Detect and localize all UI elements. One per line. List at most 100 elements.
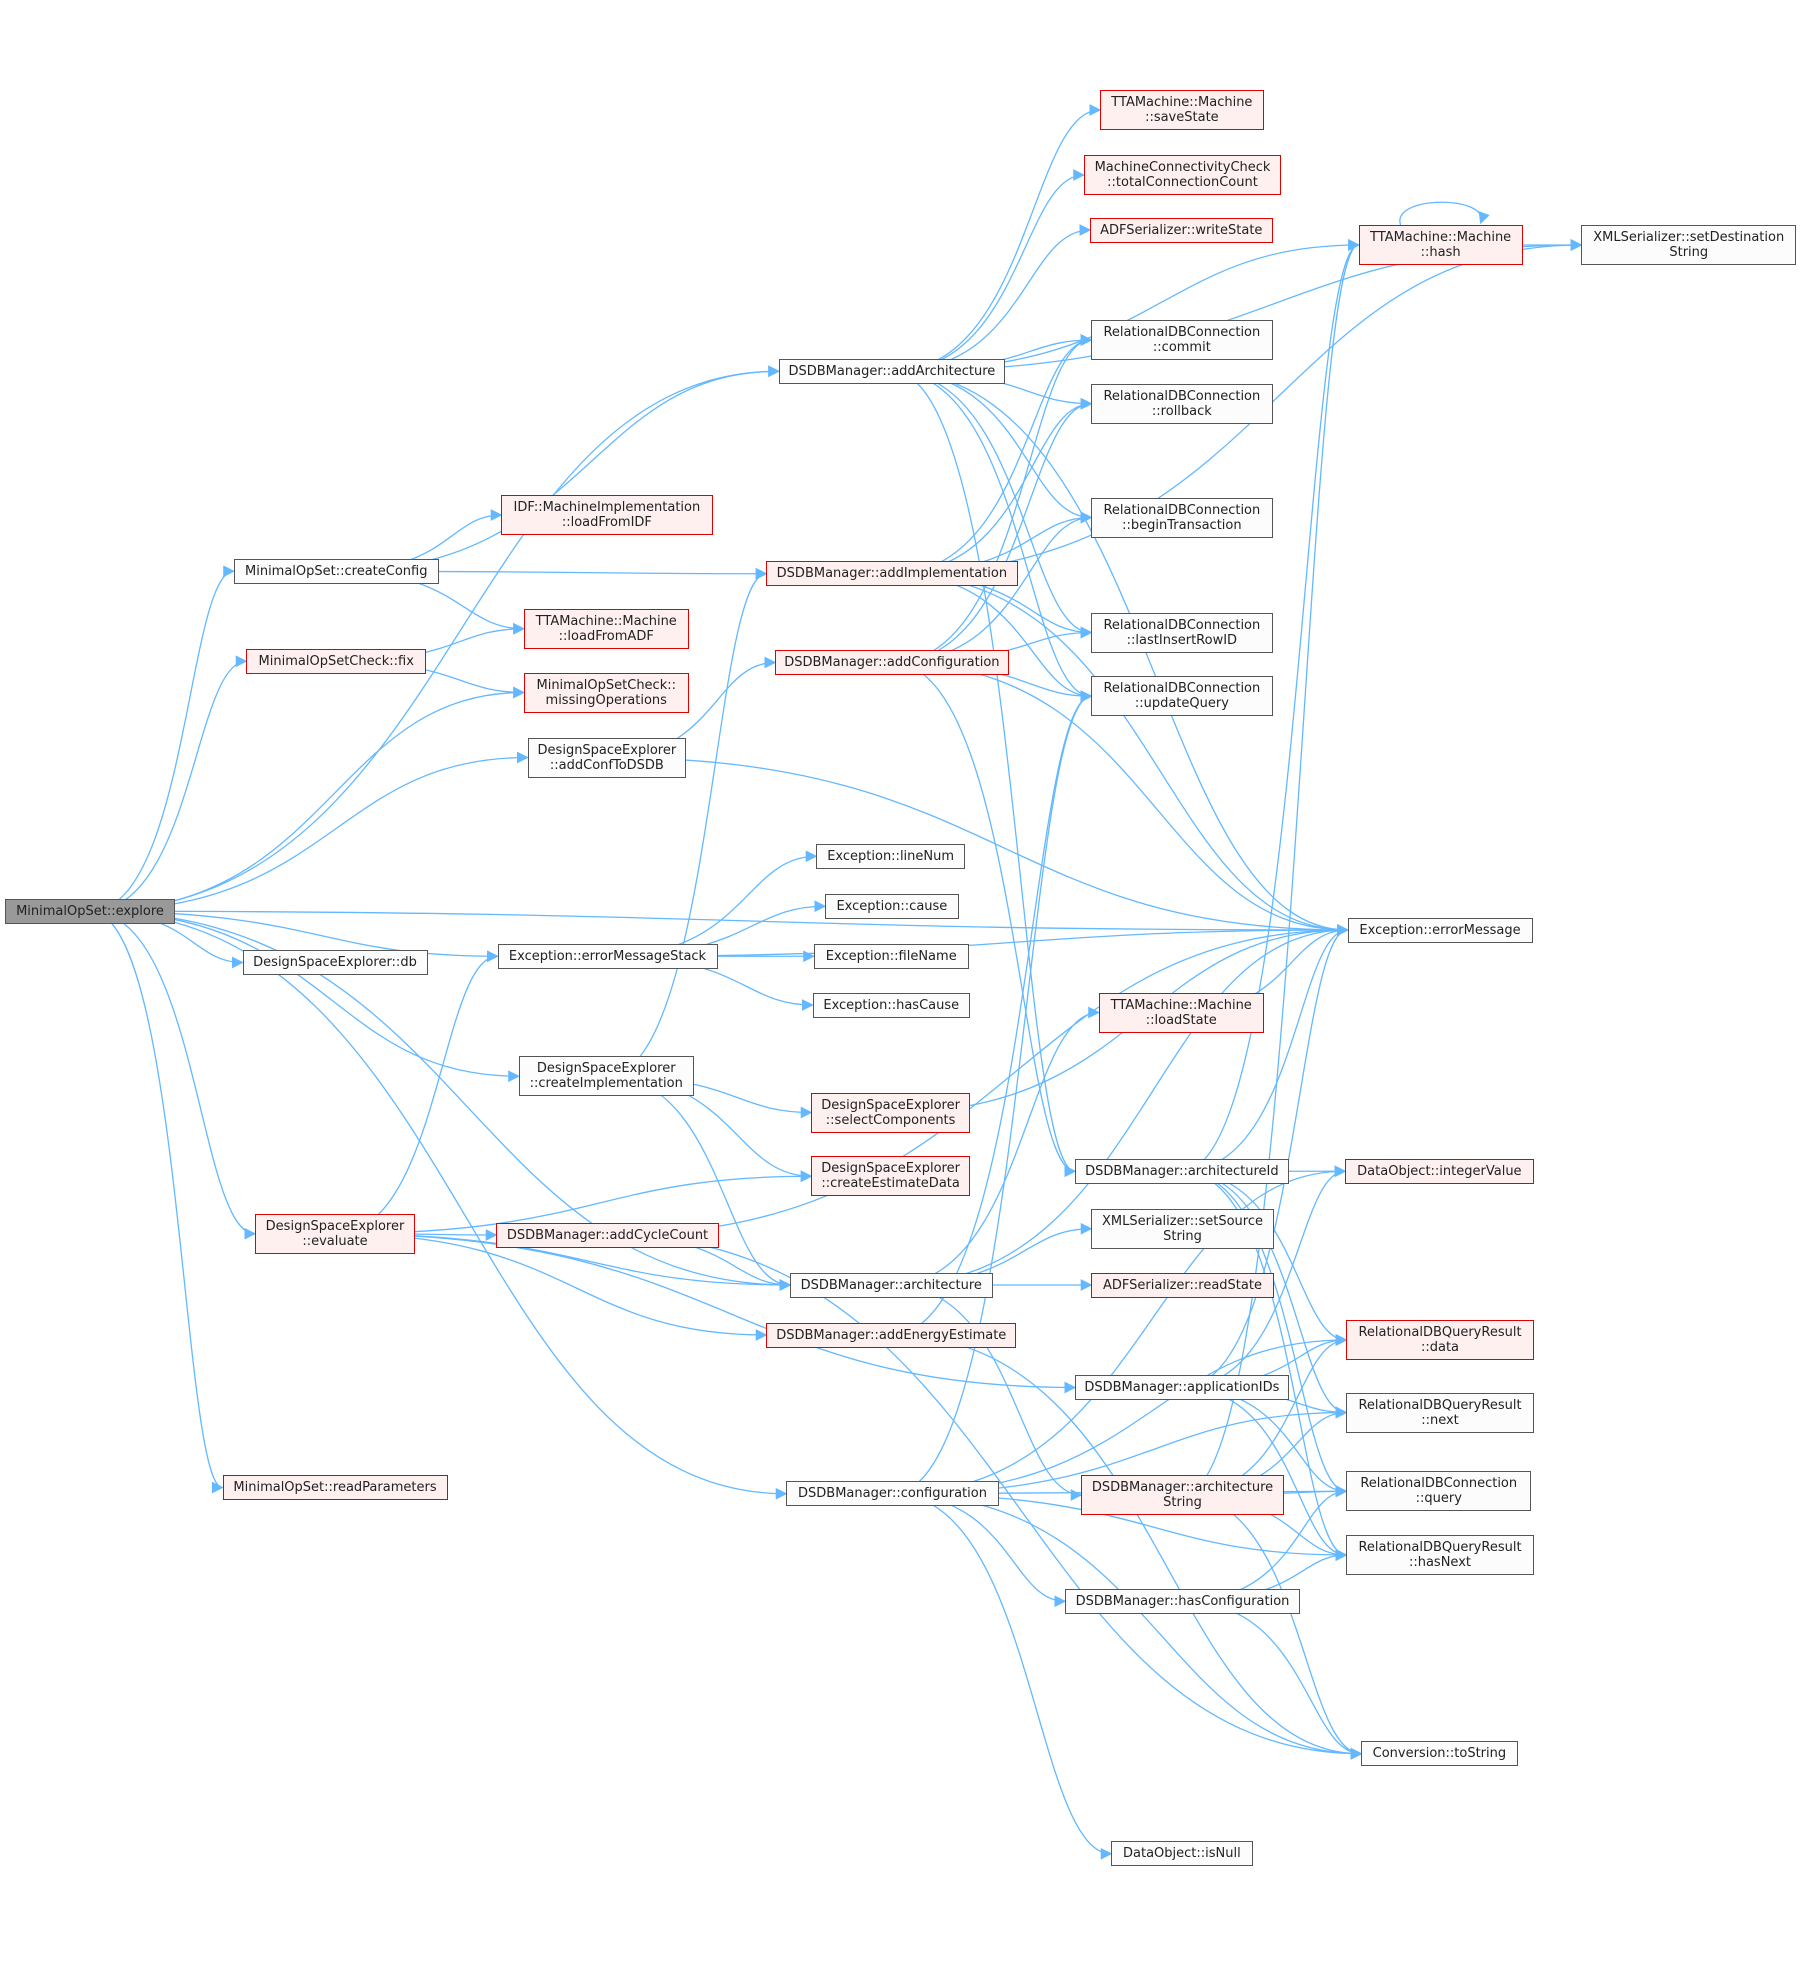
node-fileName[interactable]: Exception::fileName [813, 943, 969, 969]
node-lineNum[interactable]: Exception::lineNum [816, 843, 965, 869]
edge-configuration-to-toString [892, 1493, 1363, 1760]
edge-addEnergyEstimate-to-updateQuery [891, 690, 1093, 1336]
node-hasNext[interactable]: RelationalDBQueryResult ::hasNext [1346, 1535, 1534, 1575]
edge-addArchitecture-to-writeState [891, 224, 1092, 372]
edge-configuration-to-isNull [892, 1493, 1113, 1860]
node-query[interactable]: RelationalDBConnection ::query [1346, 1471, 1532, 1512]
edge-addArchitecture-to-lastInsertRowID [891, 370, 1093, 639]
node-readState[interactable]: ADFSerializer::readState [1091, 1272, 1274, 1298]
node-createEstimateData[interactable]: DesignSpaceExplorer ::createEstimateData [811, 1156, 970, 1197]
edge-addConfiguration-to-architectureId [891, 661, 1077, 1178]
edge-addArchitecture-to-totalConnectionCount [891, 169, 1085, 372]
node-addEnergyEstimate[interactable]: DSDBManager::addEnergyEstimate [766, 1322, 1017, 1348]
edge-explore-to-readParameters [89, 910, 224, 1494]
node-toString[interactable]: Conversion::toString [1361, 1741, 1518, 1767]
node-beginTransaction[interactable]: RelationalDBConnection ::beginTransactio… [1091, 497, 1273, 538]
node-architectureString[interactable]: DSDBManager::architecture String [1081, 1475, 1284, 1515]
node-architecture[interactable]: DSDBManager::architecture [790, 1272, 993, 1298]
edge-addArchitecture-to-architectureId [891, 370, 1077, 1177]
edge-createImplementation-to-architecture [606, 1075, 792, 1291]
node-loadFromIDF[interactable]: IDF::MachineImplementation ::loadFromIDF [501, 495, 713, 535]
edge-addCycleCount-to-toString [607, 1234, 1363, 1760]
node-saveState[interactable]: TTAMachine::Machine ::saveState [1100, 90, 1264, 130]
edge-explore-to-addConfToDSDB [89, 751, 529, 912]
edge-configuration-to-updateQuery [892, 690, 1093, 1495]
edge-addCycleCount-to-errorMessage [607, 924, 1349, 1236]
edge-evaluate-to-applicationIDs [334, 1233, 1077, 1394]
node-createConfig[interactable]: MinimalOpSet::createConfig [233, 558, 439, 584]
node-errorMessageStack[interactable]: Exception::errorMessageStack [497, 943, 718, 969]
edge-architectureId-to-errorMessage [1181, 924, 1349, 1172]
edge-evaluate-to-errorMessageStack [334, 950, 499, 1235]
node-data[interactable]: RelationalDBQueryResult ::data [1346, 1320, 1534, 1360]
edge-architectureId-to-hash [1181, 239, 1360, 1172]
edge-explore-to-errorMessage [89, 910, 1349, 936]
node-architectureId[interactable]: DSDBManager::architectureId [1075, 1158, 1289, 1184]
node-rollback[interactable]: RelationalDBConnection ::rollback [1091, 383, 1273, 424]
node-addImplementation[interactable]: DSDBManager::addImplementation [766, 561, 1018, 587]
edge-explore-to-missingOperations [89, 686, 525, 912]
node-loadFromADF[interactable]: TTAMachine::Machine ::loadFromADF [523, 608, 689, 649]
node-next[interactable]: RelationalDBQueryResult ::next [1346, 1392, 1534, 1433]
node-evaluate[interactable]: DesignSpaceExplorer ::evaluate [255, 1213, 415, 1254]
node-missingOperations[interactable]: MinimalOpSetCheck:: missingOperations [523, 672, 689, 713]
node-integerValue[interactable]: DataObject::integerValue [1345, 1158, 1534, 1184]
node-isNull[interactable]: DataObject::isNull [1111, 1841, 1253, 1867]
node-selectComponents[interactable]: DesignSpaceExplorer ::selectComponents [811, 1092, 970, 1133]
edge-explore-to-architecture [89, 910, 792, 1291]
node-explore[interactable]: MinimalOpSet::explore [5, 898, 175, 924]
node-errorMessage[interactable]: Exception::errorMessage [1347, 917, 1533, 943]
edge-architecture-to-errorMessage [891, 924, 1349, 1286]
edge-errorMessageStack-to-lineNum [607, 850, 818, 957]
node-configuration[interactable]: DSDBManager::configuration [786, 1481, 999, 1507]
node-writeState[interactable]: ADFSerializer::writeState [1090, 217, 1273, 243]
edge-addConfiguration-to-commit [891, 334, 1093, 664]
edge-explore-to-fix [89, 655, 248, 912]
edge-createImplementation-to-addImplementation [606, 567, 768, 1077]
node-addArchitecture[interactable]: DSDBManager::addArchitecture [778, 358, 1005, 384]
edge-architectureString-to-toString [1182, 1494, 1363, 1760]
edge-evaluate-to-createEstimateData [334, 1170, 813, 1235]
node-commit[interactable]: RelationalDBConnection ::commit [1091, 320, 1273, 360]
edge-architectureString-to-hash [1182, 239, 1360, 1496]
node-totalConnectionCount[interactable]: MachineConnectivityCheck ::totalConnecti… [1083, 155, 1282, 195]
edge-addConfiguration-to-errorMessage [891, 661, 1349, 936]
edge-addArchitecture-to-saveState [891, 104, 1102, 372]
node-fix[interactable]: MinimalOpSetCheck::fix [246, 648, 427, 674]
node-lastInsertRowID[interactable]: RelationalDBConnection ::lastInsertRowID [1091, 612, 1273, 653]
edge-hash-to-hash [1399, 201, 1490, 226]
edge-architectureId-to-query [1181, 1170, 1348, 1498]
node-createImplementation[interactable]: DesignSpaceExplorer ::createImplementati… [518, 1056, 694, 1097]
edge-createConfig-to-addArchitecture [336, 365, 780, 572]
node-db[interactable]: DesignSpaceExplorer::db [242, 950, 428, 975]
edge-evaluate-to-addEnergyEstimate [334, 1233, 768, 1341]
node-hasConfiguration[interactable]: DSDBManager::hasConfiguration [1065, 1588, 1300, 1614]
node-readParameters[interactable]: MinimalOpSet::readParameters [222, 1475, 448, 1500]
node-applicationIDs[interactable]: DSDBManager::applicationIDs [1075, 1375, 1289, 1400]
node-setSourceString[interactable]: XMLSerializer::setSource String [1091, 1208, 1274, 1249]
node-addConfToDSDB[interactable]: DesignSpaceExplorer ::addConfToDSDB [527, 737, 687, 778]
edge-addImplementation-to-errorMessage [891, 573, 1349, 936]
edge-explore-to-evaluate [89, 910, 257, 1240]
node-addConfiguration[interactable]: DSDBManager::addConfiguration [775, 650, 1009, 675]
edge-explore-to-configuration [89, 910, 788, 1500]
edge-explore-to-createConfig [89, 565, 235, 912]
edge-addConfiguration-to-rollback [891, 397, 1093, 664]
node-hash[interactable]: TTAMachine::Machine ::hash [1358, 225, 1523, 265]
edge-configuration-to-integerValue [892, 1165, 1347, 1495]
edge-explore-to-addArchitecture [89, 365, 780, 912]
node-hasCause[interactable]: Exception::hasCause [812, 992, 970, 1018]
edge-errorMessageStack-to-errorMessage [607, 924, 1349, 957]
node-setDestinationString[interactable]: XMLSerializer::setDestination String [1581, 225, 1797, 265]
node-cause[interactable]: Exception::cause [825, 893, 959, 919]
node-loadState[interactable]: TTAMachine::Machine ::loadState [1098, 992, 1264, 1033]
edge-explore-to-createImplementation [89, 910, 520, 1083]
edge-architecture-to-loadState [891, 1006, 1100, 1286]
edge-architectureString-to-data [1182, 1334, 1348, 1496]
edge-addImplementation-to-rollback [891, 397, 1093, 575]
node-updateQuery[interactable]: RelationalDBConnection ::updateQuery [1091, 676, 1273, 717]
node-addCycleCount[interactable]: DSDBManager::addCycleCount [496, 1222, 719, 1248]
edge-hasConfiguration-to-toString [1182, 1600, 1363, 1760]
